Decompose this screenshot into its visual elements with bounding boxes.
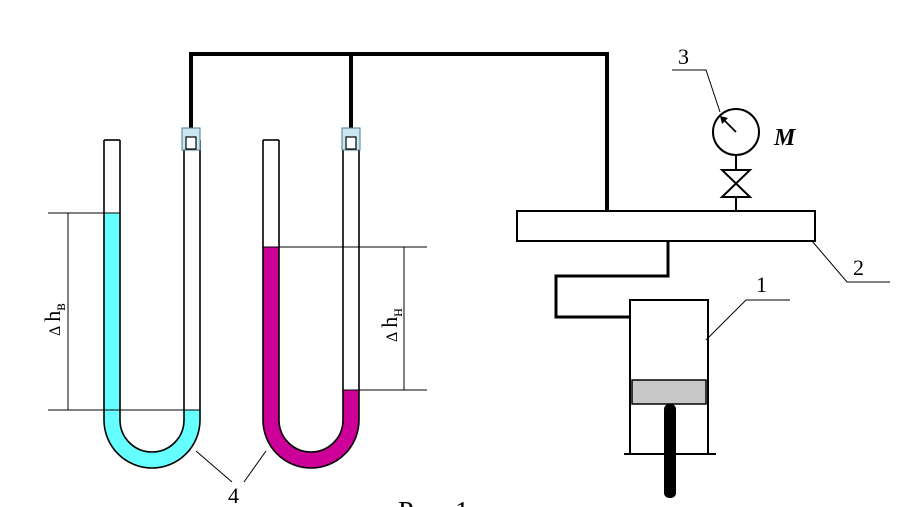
label-pump: 1 (756, 272, 767, 297)
u-tube-outline-2 (262, 140, 360, 469)
delta-h-lower-label: Δhн (377, 308, 406, 342)
pump-pipe (554, 241, 670, 319)
label-gauge: 3 (678, 44, 689, 69)
red-liquid (263, 247, 359, 468)
pressure-gauge (712, 108, 760, 211)
piston-pump (624, 299, 716, 498)
gauge-letter: M (773, 125, 797, 151)
water-liquid (104, 213, 200, 468)
vessel (516, 210, 816, 242)
pressure-line (189, 52, 609, 212)
piston (631, 379, 707, 405)
piston-rod (664, 404, 676, 498)
label-vessel: 2 (853, 255, 864, 280)
delta-h-upper-label: Δhв (40, 303, 69, 336)
valve-icon (719, 169, 753, 198)
u-tube-outline-1 (103, 140, 201, 469)
dimension-lines (48, 212, 427, 411)
manometer-red (262, 127, 361, 469)
main-pipe (189, 52, 609, 212)
manometer-water (103, 127, 201, 469)
figure-caption: Рис. 1 (398, 497, 469, 507)
leader-lines (195, 69, 890, 483)
label-manometers: 4 (228, 483, 239, 507)
